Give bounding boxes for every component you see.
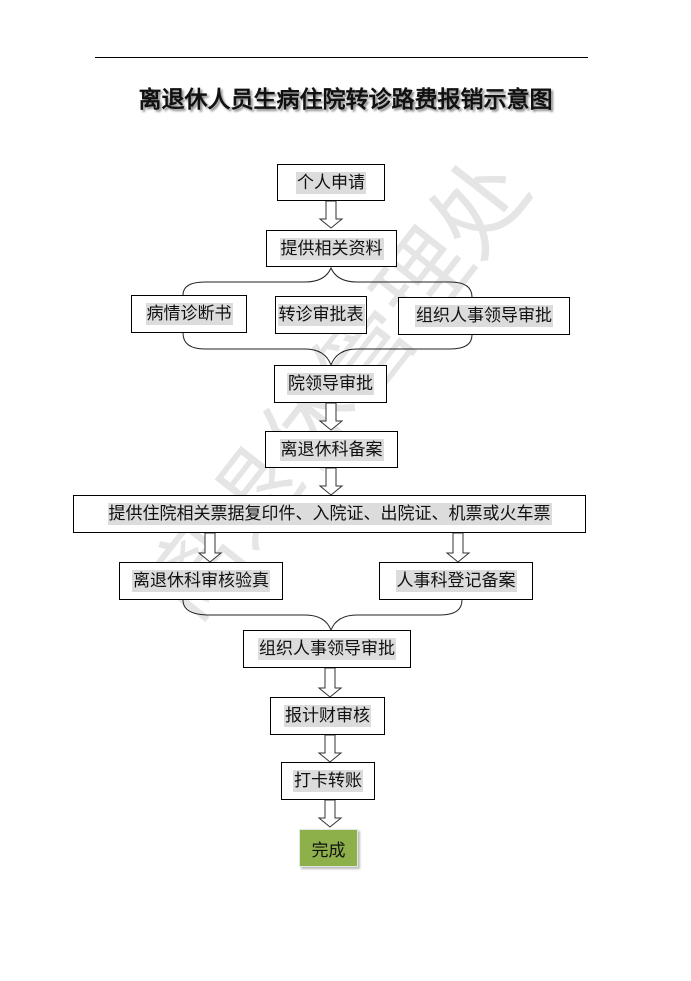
- step-label: 提供住院相关票据复印件、入院证、出院证、机票或火车票: [107, 503, 552, 525]
- header-rule: [95, 57, 588, 58]
- step-label: 报计财审核: [284, 705, 371, 727]
- arrow-down-icon: [317, 799, 343, 828]
- step-label: 病情诊断书: [145, 303, 233, 325]
- step-done: 完成: [299, 829, 358, 867]
- arrow-down-icon: [318, 467, 344, 496]
- step-label: 个人申请: [296, 171, 366, 194]
- arrow-down-icon: [445, 532, 471, 563]
- arrow-down-icon: [318, 200, 344, 229]
- step-hospital-leader-approval: 院领导审批: [274, 365, 387, 403]
- step-apply: 个人申请: [277, 164, 385, 201]
- step-label: 人事科登记备案: [395, 570, 517, 592]
- step-provide-docs: 提供相关资料: [266, 230, 397, 267]
- doc-transfer-form: 转诊审批表: [275, 296, 367, 334]
- step-retirement-office-record: 离退休科备案: [265, 431, 398, 468]
- page-title: 离退休人员生病住院转诊路费报销示意图: [138, 87, 553, 113]
- step-label: 组织人事领导审批: [258, 638, 396, 660]
- doc-org-hr-approval: 组织人事领导审批: [398, 297, 570, 335]
- doc-diagnosis: 病情诊断书: [131, 295, 247, 333]
- brace-merge-2: [182, 599, 463, 632]
- step-provide-receipts: 提供住院相关票据复印件、入院证、出院证、机票或火车票: [73, 495, 586, 533]
- arrow-down-icon: [197, 532, 223, 563]
- arrow-down-icon: [318, 402, 344, 431]
- brace-merge: [182, 332, 473, 367]
- step-label: 打卡转账: [293, 770, 363, 792]
- step-label: 完成: [311, 840, 346, 861]
- step-label: 院领导审批: [287, 373, 374, 395]
- step-label: 组织人事领导审批: [415, 305, 553, 327]
- step-label: 提供相关资料: [279, 237, 384, 260]
- step-label: 离退休科审核验真: [132, 570, 270, 592]
- step-label: 离退休科备案: [279, 438, 384, 461]
- step-hr-office-register: 人事科登记备案: [379, 562, 533, 600]
- step-retirement-office-verify: 离退休科审核验真: [119, 562, 283, 600]
- step-finance-review: 报计财审核: [270, 697, 385, 735]
- brace-split: [182, 266, 473, 298]
- step-org-hr-leader-approval: 组织人事领导审批: [243, 630, 411, 668]
- step-label: 转诊审批表: [277, 304, 365, 326]
- step-bank-transfer: 打卡转账: [281, 762, 375, 800]
- arrow-down-icon: [317, 734, 343, 763]
- arrow-down-icon: [317, 667, 343, 698]
